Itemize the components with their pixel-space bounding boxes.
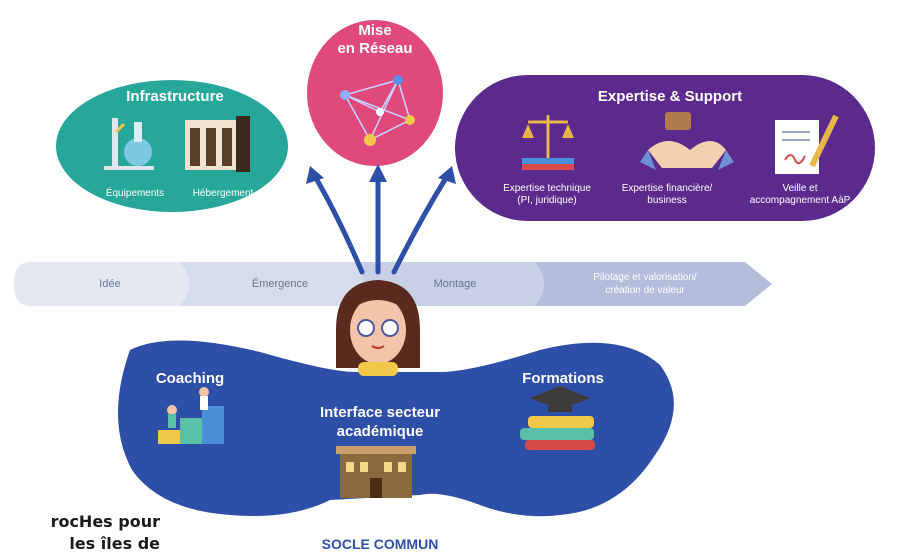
coaching-title: Coaching (155, 370, 225, 387)
network-title-line1: Mise (358, 22, 392, 39)
arrows (313, 175, 449, 275)
network-bubble (307, 20, 443, 166)
expertise-item-technique-line1: Expertise technique (503, 183, 591, 194)
coaching-stairs-icon (158, 387, 224, 444)
expertise-item-financiere-line2: business (647, 195, 687, 206)
side-text-line1: rocHes pour (50, 512, 160, 531)
books-graduation-icon (520, 386, 595, 450)
stage-idee-label: Idée (99, 278, 121, 290)
socle-commun-label: SOCLE COMMUN (321, 536, 439, 552)
interface-title-line2: académique (336, 423, 424, 440)
stage-emergence-shape (180, 262, 380, 306)
lab-equipment-icon (104, 118, 154, 170)
infrastructure-item-hebergement: Hébergement (192, 188, 254, 199)
document-pen-icon (775, 114, 839, 174)
infrastructure-bubble (56, 80, 288, 212)
socle-shape (117, 340, 674, 517)
handshake-icon (640, 112, 734, 170)
university-building-icon (336, 446, 416, 498)
infrastructure-item-equipements: Équipements (105, 188, 165, 199)
person-avatar (336, 280, 420, 376)
arrow-heads (306, 164, 456, 184)
stage-pilotage-label-line1: Pilotage et valorisation/ (593, 272, 697, 283)
expertise-item-veille-line2: accompagnement AàP (749, 195, 851, 206)
building-icon (185, 116, 250, 172)
stage-pilotage-label-line2: création de valeur (605, 285, 685, 296)
stage-montage-label: Montage (433, 278, 477, 290)
network-nodes (340, 75, 415, 146)
formations-title: Formations (522, 370, 604, 387)
network-title-line2: en Réseau (337, 40, 413, 57)
stage-idee-shape (14, 262, 210, 306)
expertise-item-veille-line1: Veille et (782, 183, 818, 194)
interface-title-line1: Interface secteur (319, 404, 441, 421)
stage-pilotage-shape (535, 262, 772, 306)
stage-emergence-label: Émergence (251, 278, 309, 290)
infrastructure-title: Infrastructure (126, 88, 224, 105)
stages-band (14, 262, 772, 306)
expertise-item-financiere-line1: Expertise financière/ (621, 183, 713, 194)
expertise-item-technique-line2: (PI, juridique) (517, 195, 577, 206)
network-graph-icon (344, 79, 411, 141)
expertise-title: Expertise & Support (597, 88, 743, 105)
scales-justice-icon (522, 115, 574, 170)
side-text-line2: les îles de (69, 534, 160, 553)
